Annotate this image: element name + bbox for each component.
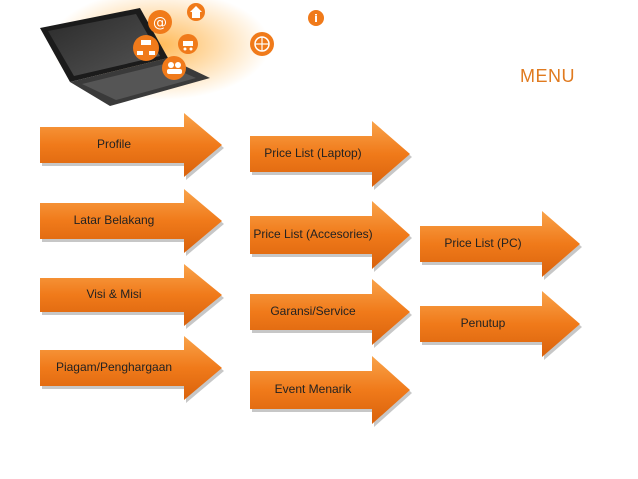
arrow-shape <box>420 211 582 280</box>
menu-latar-belakang-button[interactable]: Latar Belakang <box>40 189 224 256</box>
menu-profile-button[interactable]: Profile <box>40 113 224 180</box>
menu-label: Price List (Laptop) <box>264 146 362 160</box>
home-icon <box>187 3 205 21</box>
menu-label: Penutup <box>460 316 506 330</box>
arrow-shape <box>40 113 224 180</box>
menu-visi-misi-button[interactable]: Visi & Misi <box>40 264 224 329</box>
arrow-shape <box>250 279 412 348</box>
menu-label: Piagam/Penghargaan <box>55 360 173 374</box>
at-sign-icon: @ <box>148 10 172 34</box>
arrow-shape <box>250 121 412 190</box>
menu-label: Visi & Misi <box>86 287 142 301</box>
menu-label: Price List (Accesories) <box>253 227 373 241</box>
menu-label: Profile <box>96 137 131 151</box>
arrow-shape <box>40 264 224 329</box>
laptop-hero-image: @ i <box>40 0 324 106</box>
svg-text:@: @ <box>153 15 167 31</box>
menu-price-list-pc-button[interactable]: Price List (PC) <box>420 211 582 280</box>
arrow-shape <box>250 356 412 427</box>
menu-piagam-penghargaan-button[interactable]: Piagam/Penghargaan <box>40 336 224 403</box>
menu-garansi-service-button[interactable]: Garansi/Service <box>250 279 412 348</box>
menu-price-list-accesories-button[interactable]: Price List (Accesories) <box>250 201 412 272</box>
menu-label: Latar Belakang <box>73 213 155 227</box>
menu-event-menarik-button[interactable]: Event Menarik <box>250 356 412 427</box>
svg-text:i: i <box>314 12 318 25</box>
arrow-shape <box>420 291 582 360</box>
menu-label: Event Menarik <box>274 382 352 396</box>
arrow-shape <box>40 336 224 403</box>
arrow-shape <box>40 189 224 256</box>
menu-label: Price List (PC) <box>444 236 522 250</box>
globe-icon <box>250 32 274 56</box>
arrow-shape <box>250 201 412 272</box>
users-icon <box>162 56 186 80</box>
menu-penutup-button[interactable]: Penutup <box>420 291 582 360</box>
sitemap-icon <box>133 35 159 61</box>
menu-price-list-laptop-button[interactable]: Price List (Laptop) <box>250 121 412 190</box>
cart-icon <box>178 34 198 54</box>
menu-label: Garansi/Service <box>270 304 356 318</box>
menu-title: MENU <box>520 66 575 86</box>
info-icon: i <box>308 10 324 26</box>
